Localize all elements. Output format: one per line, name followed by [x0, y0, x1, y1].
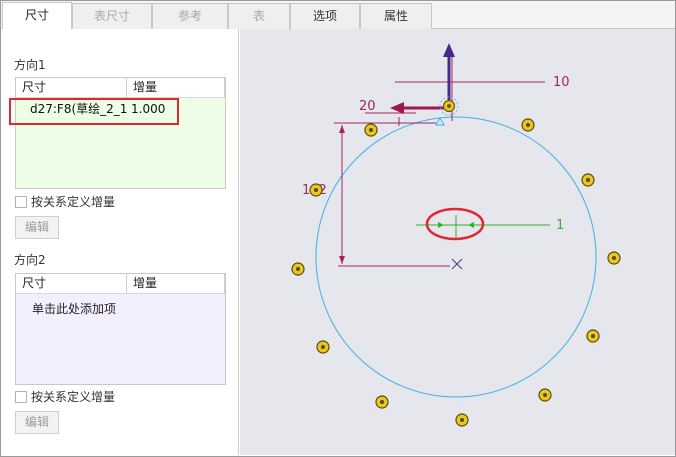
pattern-point[interactable]: [291, 262, 305, 276]
dim-arrow-left: [438, 222, 444, 228]
annotation-highlight: [9, 98, 179, 125]
direction2-grid-header: 尺寸 增量: [16, 274, 225, 294]
direction1-grid-body[interactable]: d27:F8(草绘_2_1) 1.000: [16, 98, 225, 188]
annotation-ellipse: [425, 207, 485, 241]
direction2-edit-button[interactable]: 编辑: [15, 411, 59, 434]
tab-properties[interactable]: 属性: [360, 3, 432, 29]
tab-table[interactable]: 表: [228, 3, 290, 29]
direction2-col-increment: 增量: [127, 274, 225, 294]
arrow-left-icon: [390, 102, 404, 114]
pattern-point[interactable]: [455, 413, 469, 427]
tab-dimensions[interactable]: 尺寸: [2, 2, 72, 29]
graphics-canvas[interactable]: 102 10 20 1: [240, 29, 675, 455]
direction2-grid-body[interactable]: 单击此处添加项: [16, 294, 225, 384]
constraint-icon: [435, 116, 445, 126]
direction2-title: 方向2: [14, 253, 46, 267]
sketch-view[interactable]: 102 10 20 1: [240, 29, 675, 455]
pattern-point[interactable]: [364, 123, 378, 137]
tab-options[interactable]: 选项: [290, 3, 360, 29]
table-row[interactable]: d27:F8(草绘_2_1) 1.000: [16, 98, 225, 120]
pattern-point[interactable]: [309, 183, 323, 197]
arrow-up-icon: [443, 43, 455, 57]
direction1-col-increment: 增量: [127, 78, 225, 98]
direction2-relation-checkbox[interactable]: 按关系定义增量: [15, 389, 115, 405]
dim-label-1[interactable]: 1: [556, 218, 564, 233]
center-mark-b: [451, 258, 463, 270]
pattern-point[interactable]: [538, 388, 552, 402]
direction1-title: 方向1: [14, 58, 46, 72]
dim-arrow-right: [468, 222, 474, 228]
direction1-edit-button[interactable]: 编辑: [15, 216, 59, 239]
dimensions-panel: 方向1 尺寸 增量 d27:F8(草绘_2_1) 1.000 按关系定义增量 编…: [1, 29, 239, 455]
tab-reference[interactable]: 参考: [152, 3, 228, 29]
pattern-point[interactable]: [316, 340, 330, 354]
tab-bar: 尺寸 表尺寸 参考 表 选项 属性: [1, 1, 675, 29]
direction1-grid-header: 尺寸 增量: [16, 78, 225, 98]
dim-label-20[interactable]: 20: [359, 99, 376, 114]
direction1-col-dimension: 尺寸: [16, 78, 127, 98]
tab-table-dimensions[interactable]: 表尺寸: [72, 3, 152, 29]
selected-point-dot: [447, 104, 451, 108]
add-item-placeholder[interactable]: 单击此处添加项: [32, 302, 117, 316]
direction1-relation-checkbox[interactable]: 按关系定义增量: [15, 194, 115, 210]
dim-label-10[interactable]: 10: [553, 75, 570, 90]
dim-arrow-down: [339, 256, 345, 264]
direction2-relation-label: 按关系定义增量: [31, 390, 116, 404]
pattern-points: [291, 118, 621, 427]
increment-cell[interactable]: 1.000: [131, 102, 166, 116]
direction2-grid[interactable]: 尺寸 增量 单击此处添加项: [15, 273, 226, 385]
pattern-point[interactable]: [521, 118, 535, 132]
pattern-point[interactable]: [607, 251, 621, 265]
pattern-circle[interactable]: [315, 116, 597, 398]
pattern-point[interactable]: [375, 395, 389, 409]
pattern-point[interactable]: [581, 173, 595, 187]
dim-arrow-up: [339, 125, 345, 133]
handle-ring: [439, 96, 459, 116]
direction2-col-dimension: 尺寸: [16, 274, 127, 294]
pattern-point[interactable]: [586, 329, 600, 343]
direction1-relation-label: 按关系定义增量: [31, 195, 116, 209]
dimension-cell[interactable]: d27:F8(草绘_2_1): [30, 102, 127, 116]
direction1-grid[interactable]: 尺寸 增量 d27:F8(草绘_2_1) 1.000: [15, 77, 226, 189]
checkbox-icon[interactable]: [15, 196, 27, 208]
checkbox-icon[interactable]: [15, 391, 27, 403]
